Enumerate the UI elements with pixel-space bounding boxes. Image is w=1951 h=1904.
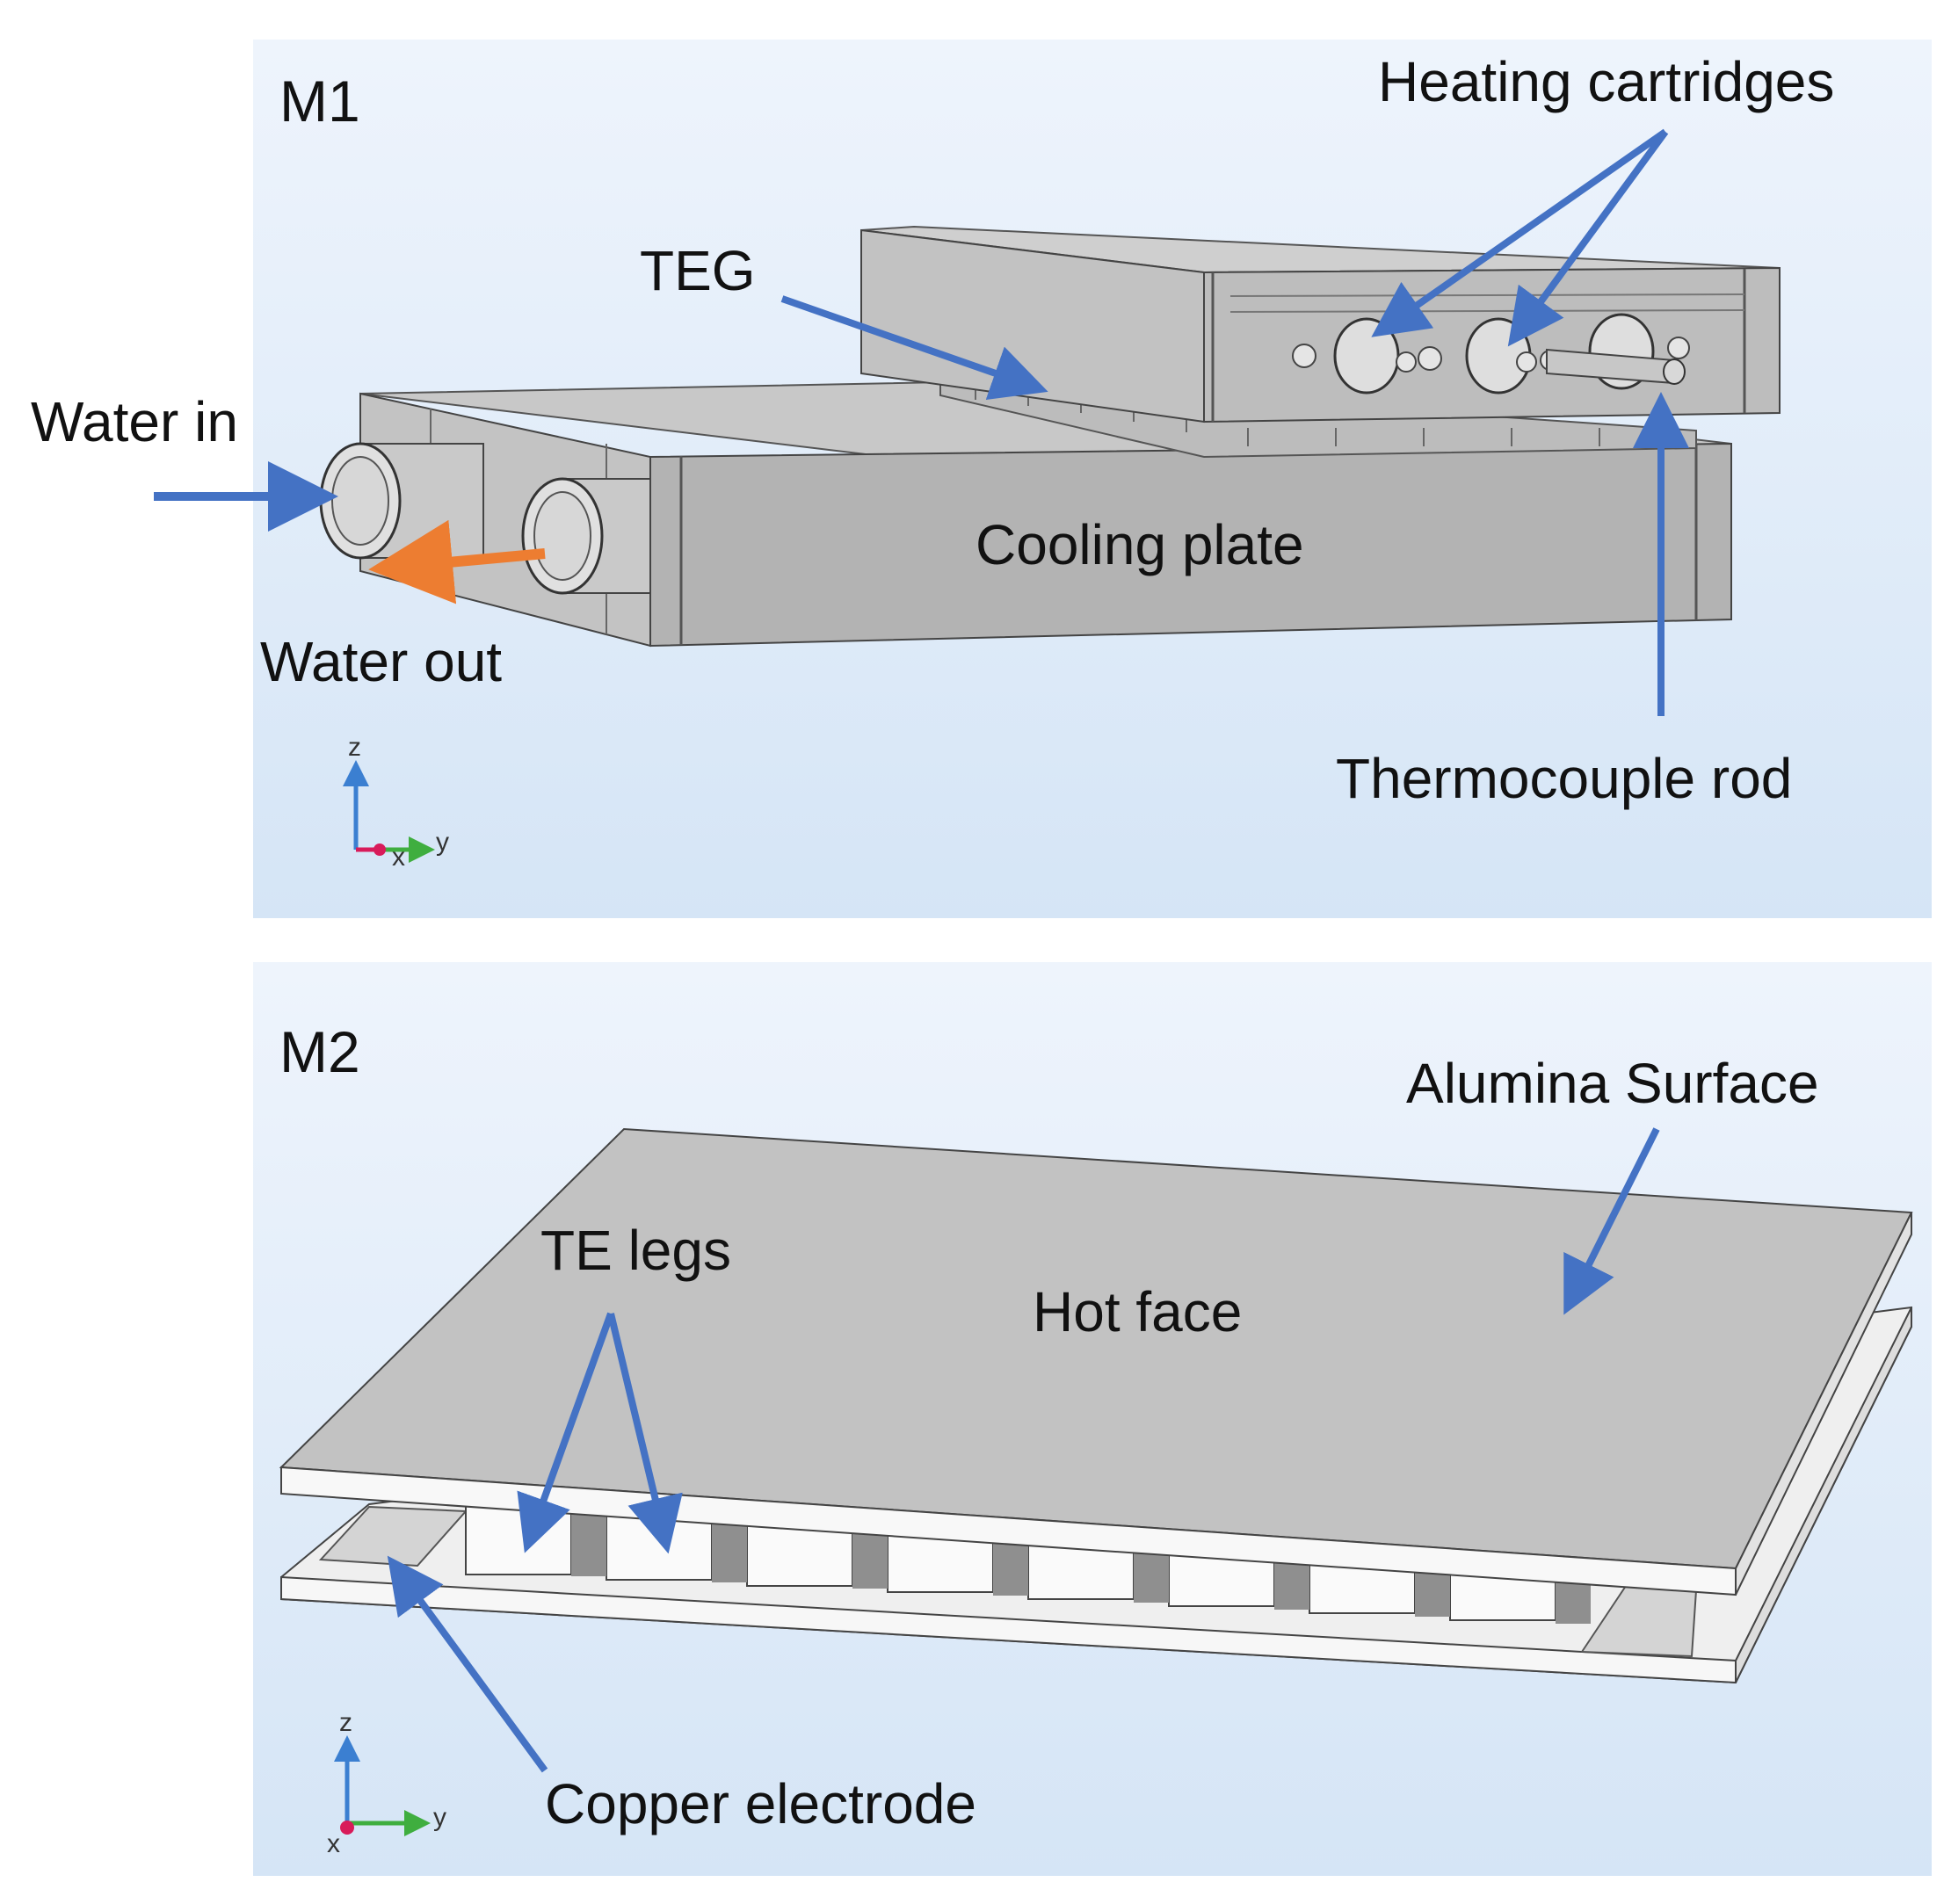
axis-z-label-m1: z <box>348 733 361 762</box>
arrow-copper-electrode <box>387 1555 548 1773</box>
panel-m1-title: M1 <box>279 69 360 134</box>
panel-m2-title: M2 <box>279 1019 360 1084</box>
label-thermocouple-rod: Thermocouple rod <box>1336 747 1792 810</box>
arrow-te-leg-1 <box>517 1312 614 1553</box>
arrow-heating-2 <box>1507 129 1669 347</box>
arrow-heating-1 <box>1371 128 1668 337</box>
label-copper-electrode: Copper electrode <box>545 1772 976 1835</box>
thermocouple-rod <box>1546 348 1686 385</box>
axis-y-label-m2: y <box>433 1803 446 1832</box>
axis-y-label-m1: y <box>436 828 449 857</box>
arrow-water-out <box>368 519 546 605</box>
label-teg: TEG <box>640 239 756 302</box>
label-water-in: Water in <box>31 390 238 453</box>
panel-m2 <box>253 962 1932 1876</box>
arrow-te-leg-2 <box>607 1313 683 1554</box>
label-water-out: Water out <box>260 630 502 693</box>
axis-z-label-m2: z <box>339 1708 352 1737</box>
axis-triad-m2 <box>334 1735 431 1836</box>
arrow-alumina-surface <box>1563 1127 1660 1315</box>
axis-triad-m1 <box>343 760 435 863</box>
label-heating-cartridges: Heating cartridges <box>1378 50 1834 113</box>
arrow-teg <box>780 295 1048 400</box>
label-te-legs: TE legs <box>540 1219 731 1282</box>
panel-m1 <box>154 40 1932 918</box>
heater-block <box>860 225 1781 424</box>
water-out-pipe <box>521 477 651 595</box>
label-cooling-plate: Cooling plate <box>976 513 1304 576</box>
axis-x-label-m2: x <box>327 1829 340 1858</box>
label-alumina-surface: Alumina Surface <box>1406 1052 1819 1115</box>
axis-x-label-m1: x <box>392 843 405 872</box>
label-hot-face: Hot face <box>1033 1280 1242 1343</box>
water-in-pipe <box>319 442 484 560</box>
